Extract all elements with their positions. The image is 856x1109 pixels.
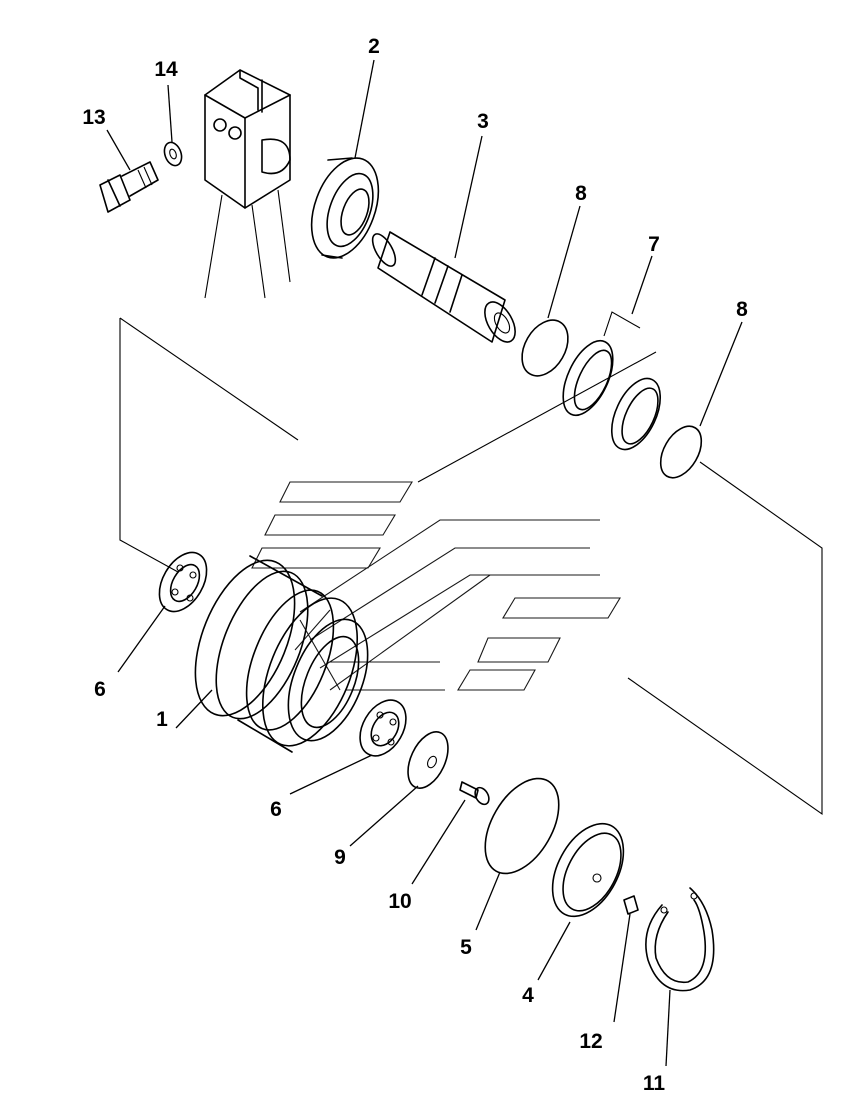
callout-6-left: 6 xyxy=(94,678,106,701)
callout-11: 11 xyxy=(643,1072,666,1095)
callout-1: 1 xyxy=(156,708,168,731)
bolt-13 xyxy=(99,161,159,213)
callout-4: 4 xyxy=(522,984,534,1007)
callout-9: 9 xyxy=(334,846,346,869)
bearing-6-lower xyxy=(359,699,407,757)
callout-14: 14 xyxy=(154,58,178,81)
bushing-2 xyxy=(310,157,380,259)
cover-4 xyxy=(551,822,625,918)
floating-seal-7 xyxy=(562,311,662,451)
callout-6-lower: 6 xyxy=(270,798,282,821)
bearing-6-left xyxy=(158,551,208,613)
shaft-3 xyxy=(371,231,516,343)
callout-labels: 1 2 3 4 5 6 6 7 8 8 9 10 11 12 13 14 xyxy=(82,35,748,1095)
oring-8-right xyxy=(659,425,703,479)
roller-1 xyxy=(194,555,369,753)
snap-ring-11 xyxy=(645,887,715,992)
callout-13: 13 xyxy=(82,106,105,129)
callout-12: 12 xyxy=(579,1030,602,1053)
screw-10 xyxy=(459,781,490,806)
callout-10: 10 xyxy=(388,890,411,913)
washer-9 xyxy=(407,731,449,789)
callout-2: 2 xyxy=(368,35,380,58)
callout-5: 5 xyxy=(460,936,472,959)
callout-3: 3 xyxy=(477,110,489,133)
plug-12 xyxy=(623,895,639,915)
callout-8-right: 8 xyxy=(736,298,748,321)
washer-14 xyxy=(163,141,183,167)
callout-8-upper: 8 xyxy=(575,182,587,205)
callout-7: 7 xyxy=(648,233,660,256)
assembly-frame-lines xyxy=(119,189,823,816)
leader-lines xyxy=(106,59,743,1067)
watermark-logo xyxy=(251,481,621,691)
oring-5 xyxy=(484,777,560,875)
oring-8-upper xyxy=(521,319,569,377)
mounting-block xyxy=(204,69,291,209)
